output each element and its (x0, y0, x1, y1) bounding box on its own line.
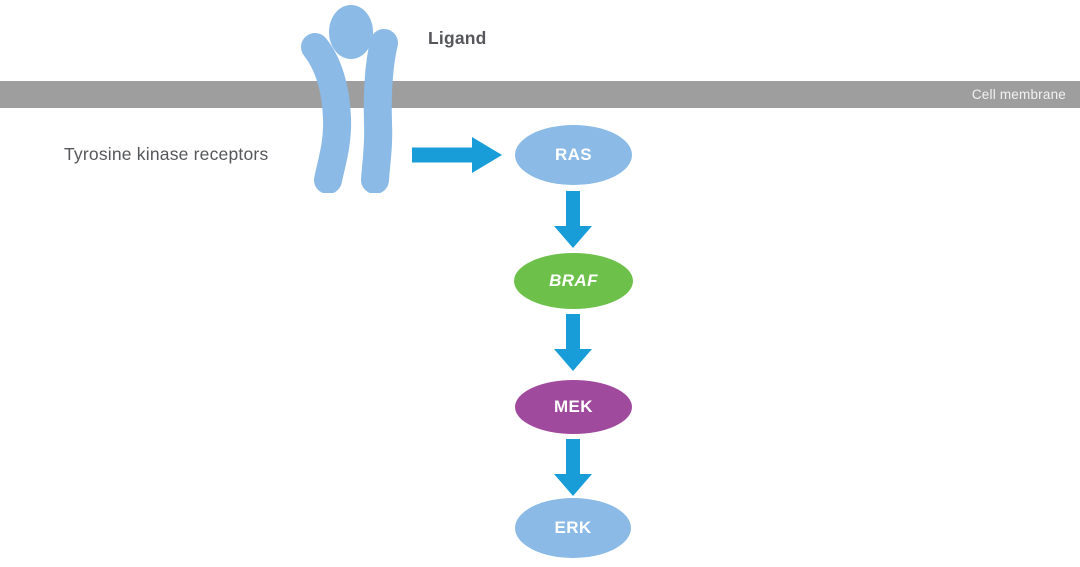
arrow-down-icon (554, 191, 592, 248)
node-mek: MEK (515, 380, 632, 434)
cell-membrane-label: Cell membrane (971, 87, 1066, 102)
node-braf: BRAF (514, 253, 633, 309)
receptor-right-arm (361, 29, 398, 193)
ligand-ball-icon (329, 5, 373, 59)
arrow-down-icon (554, 439, 592, 496)
receptor-left-arm (301, 33, 352, 193)
arrow-down-icon (554, 314, 592, 371)
tyrosine-kinase-receptors-label: Tyrosine kinase receptors (64, 144, 269, 164)
arrow-right-icon (412, 137, 502, 173)
node-erk: ERK (515, 498, 631, 558)
ligand-label: Ligand (428, 28, 487, 48)
node-ras: RAS (515, 125, 632, 185)
tyrosine-kinase-receptor-icon (301, 5, 398, 193)
cell-membrane-bar: Cell membrane (0, 81, 1080, 108)
